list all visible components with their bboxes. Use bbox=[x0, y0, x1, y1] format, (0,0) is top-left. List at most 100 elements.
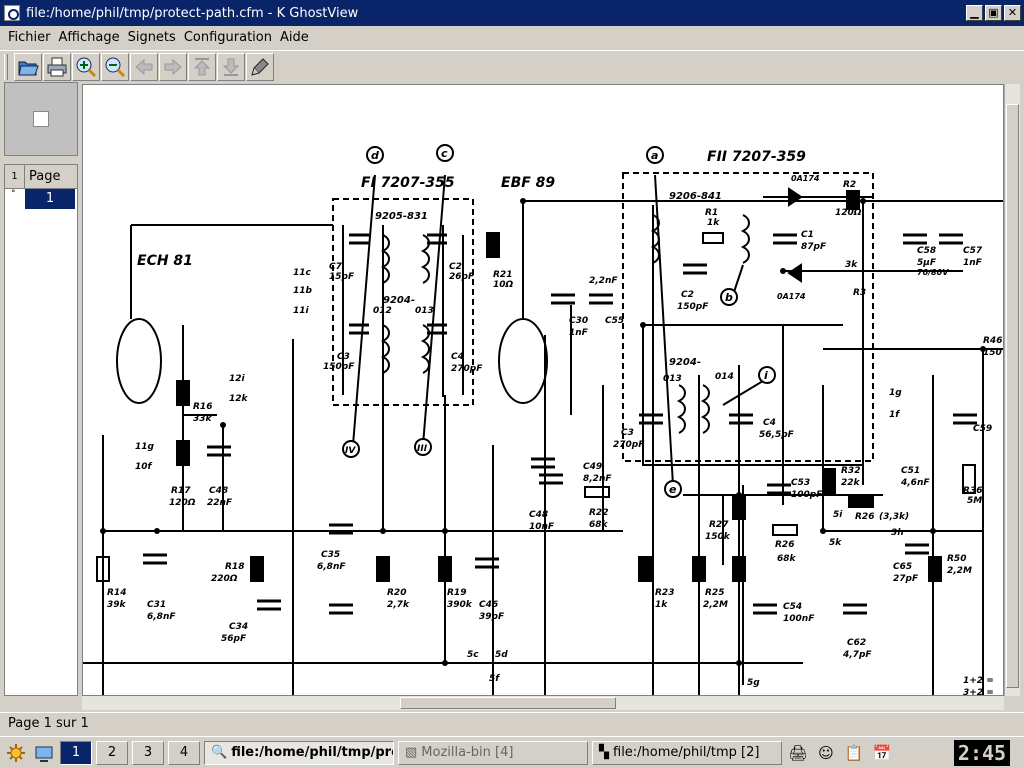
zoom-in-icon bbox=[76, 57, 97, 77]
sch-label-77: 56pF bbox=[221, 634, 247, 644]
sch-label-108: III bbox=[417, 444, 428, 454]
page-up-button[interactable] bbox=[188, 52, 216, 81]
print-icon bbox=[47, 57, 67, 76]
menu-signets[interactable]: Signets bbox=[124, 30, 180, 45]
vertical-scrollbar[interactable] bbox=[1004, 84, 1020, 696]
sch-label-49: 70/80V bbox=[917, 268, 949, 277]
forward-button[interactable] bbox=[159, 52, 187, 81]
back-button[interactable] bbox=[130, 52, 158, 81]
clock[interactable]: 2:45 bbox=[954, 739, 1010, 766]
sch-label-40: 1k bbox=[707, 218, 720, 228]
sch-label-39: R1 bbox=[705, 208, 718, 218]
task-kghostview[interactable]: 🔍 file:/home/phil/tmp/pro bbox=[204, 740, 394, 765]
sch-label-90: C65 bbox=[893, 562, 912, 572]
sch-label-112: 10f bbox=[135, 462, 153, 472]
sch-label-2: EBF 89 bbox=[501, 175, 555, 191]
thumbnail-view-box[interactable] bbox=[33, 111, 49, 127]
page-up-icon bbox=[193, 57, 211, 75]
desktop-2[interactable]: 2 bbox=[96, 740, 128, 765]
minimize-button[interactable]: ▁ bbox=[966, 5, 983, 21]
sch-label-101: d bbox=[371, 149, 379, 162]
kde-menu-icon[interactable] bbox=[4, 741, 28, 765]
sch-label-55: 56,5pF bbox=[759, 430, 795, 440]
kghostview-app-icon[interactable] bbox=[4, 5, 20, 21]
sch-label-121: 5k bbox=[829, 538, 842, 548]
sch-label-89: 6,8nF bbox=[147, 612, 176, 622]
klipper-tray-icon[interactable]: 📋 bbox=[844, 743, 864, 762]
close-button[interactable]: ✕ bbox=[1004, 5, 1021, 21]
sch-label-84: C46 bbox=[479, 600, 498, 610]
sch-label-56: C53 bbox=[791, 478, 810, 488]
horizontal-scrollbar[interactable] bbox=[82, 696, 1004, 710]
sch-label-57: 100pF bbox=[791, 490, 823, 500]
desktop-1[interactable]: 1 bbox=[60, 740, 92, 765]
sch-label-97: 5M bbox=[967, 496, 982, 506]
sch-label-52: C3 bbox=[621, 428, 634, 438]
page-column-header[interactable]: Page bbox=[29, 169, 61, 184]
task-mozilla[interactable]: ▧ Mozilla-bin [4] bbox=[398, 740, 588, 765]
sch-label-35: C1 bbox=[801, 230, 814, 240]
toolbar-grip[interactable] bbox=[4, 53, 8, 80]
page-thumbnail[interactable] bbox=[4, 82, 78, 156]
sch-label-38: 150pF bbox=[677, 302, 709, 312]
sch-label-124: 1f bbox=[889, 410, 900, 420]
sch-label-78: C35 bbox=[321, 550, 340, 560]
sch-label-61: 4,6nF bbox=[900, 478, 930, 488]
status-text: Page 1 sur 1 bbox=[8, 716, 89, 731]
open-button[interactable] bbox=[14, 52, 42, 81]
sch-label-43: 3k bbox=[845, 260, 858, 270]
marker-button[interactable] bbox=[246, 52, 274, 81]
sch-label-96: R36 bbox=[963, 486, 982, 496]
sch-label-15: C3 bbox=[337, 352, 350, 362]
sch-label-86: R14 bbox=[107, 588, 126, 598]
sch-label-110: 12k bbox=[229, 394, 249, 404]
sch-label-74: R18 bbox=[225, 562, 244, 572]
sch-label-72: C54 bbox=[783, 602, 802, 612]
zoom-in-button[interactable] bbox=[72, 52, 100, 81]
sch-label-11: C2 bbox=[449, 262, 462, 272]
print-button[interactable] bbox=[43, 52, 71, 81]
sch-label-88: C31 bbox=[147, 600, 166, 610]
sch-label-109: 12i bbox=[229, 374, 246, 384]
smiley-tray-icon[interactable]: ☺ bbox=[818, 743, 834, 762]
sch-label-123: 1g bbox=[889, 388, 902, 398]
page-list: 1 Page ° 1 bbox=[4, 164, 78, 696]
sch-label-8: 9204- bbox=[669, 357, 701, 368]
sch-label-37: C2 bbox=[681, 290, 694, 300]
zoom-out-button[interactable] bbox=[101, 52, 129, 81]
menu-affichage[interactable]: Affichage bbox=[55, 30, 124, 45]
sch-label-9: C7 bbox=[329, 262, 343, 272]
horizontal-scroll-thumb[interactable] bbox=[400, 697, 616, 709]
show-desktop-icon[interactable] bbox=[32, 741, 56, 765]
sch-label-29: C49 bbox=[583, 462, 602, 472]
sch-label-81: 2,7k bbox=[387, 600, 410, 610]
marker-column-header[interactable]: 1 bbox=[5, 165, 25, 188]
sch-label-58: R32 bbox=[841, 466, 860, 476]
sch-label-120: 5i bbox=[833, 510, 843, 520]
printer-tray-icon[interactable]: 🖨 bbox=[788, 743, 808, 762]
menu-fichier[interactable]: Fichier bbox=[4, 30, 55, 45]
page-list-item[interactable]: ° 1 bbox=[5, 189, 77, 209]
vertical-scroll-thumb[interactable] bbox=[1006, 104, 1019, 688]
open-icon bbox=[18, 61, 39, 75]
menu-fichier-label: Fichier bbox=[8, 29, 51, 45]
menu-aide[interactable]: Aide bbox=[276, 30, 313, 45]
sch-label-21: R17 bbox=[171, 486, 191, 496]
sch-label-82: R19 bbox=[447, 588, 466, 598]
page-down-button[interactable] bbox=[217, 52, 245, 81]
pdf-task-icon: ▚ bbox=[599, 745, 609, 760]
sch-label-45: 0A174 bbox=[791, 174, 820, 183]
desktop-3[interactable]: 3 bbox=[132, 740, 164, 765]
menu-configuration[interactable]: Configuration bbox=[180, 30, 276, 45]
menu-bar: Fichier Affichage Signets Configuration … bbox=[0, 26, 1024, 48]
sch-label-83: 390k bbox=[447, 600, 473, 610]
sch-label-76: C34 bbox=[229, 622, 248, 632]
sch-label-53: 270pF bbox=[613, 440, 645, 450]
sch-label-98: C59 bbox=[973, 424, 992, 434]
task-file-manager[interactable]: ▚ file:/home/phil/tmp [2] bbox=[592, 740, 782, 765]
maximize-button[interactable]: ▣ bbox=[985, 5, 1002, 21]
desktop-4[interactable]: 4 bbox=[168, 740, 200, 765]
calendar-tray-icon[interactable]: 📅 bbox=[872, 743, 892, 762]
sch-label-47: C58 bbox=[917, 246, 936, 256]
document-viewer[interactable]: FI 7207-355 EBF 89 FII 7207-359 ECH 81 9… bbox=[82, 84, 1004, 696]
